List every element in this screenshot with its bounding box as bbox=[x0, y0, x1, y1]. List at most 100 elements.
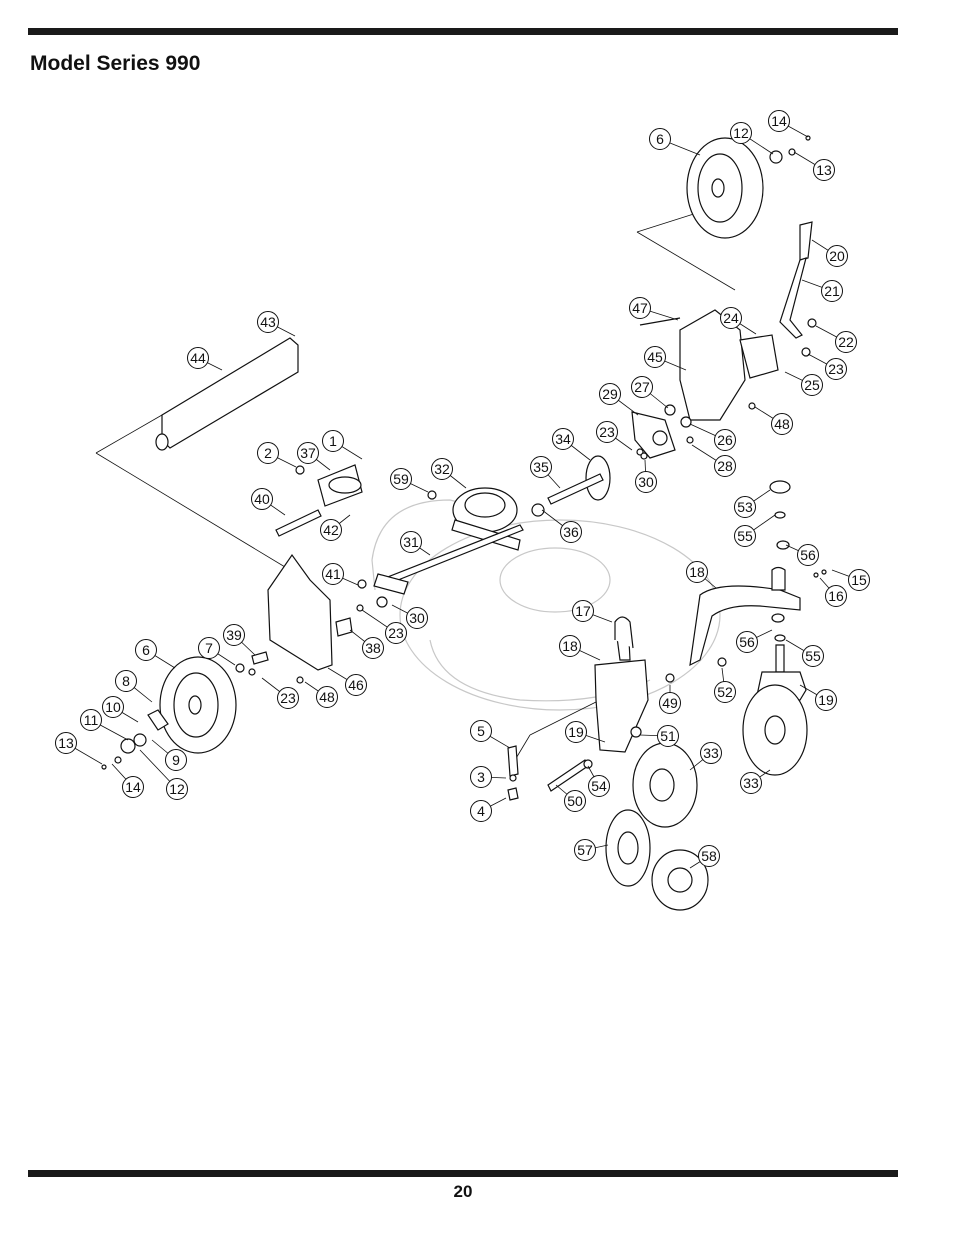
callout-label: 55 bbox=[737, 528, 753, 544]
callout-45: 45 bbox=[644, 346, 687, 371]
callout-circle bbox=[400, 531, 422, 553]
rear-wheel-left bbox=[159, 651, 304, 754]
callout-21: 21 bbox=[801, 279, 843, 302]
callout-3: 3 bbox=[470, 766, 507, 788]
callout-circle bbox=[649, 128, 671, 150]
callout-circle bbox=[560, 521, 582, 543]
callout-circle bbox=[559, 635, 581, 657]
callout-59: 59 bbox=[390, 468, 429, 493]
callout-label: 46 bbox=[348, 677, 364, 693]
callout-circle bbox=[122, 776, 144, 798]
callout-label: 40 bbox=[254, 491, 270, 507]
callout-label: 4 bbox=[477, 803, 485, 819]
callout-label: 3 bbox=[477, 769, 485, 785]
callout-2: 2 bbox=[257, 442, 297, 468]
callout-54: 54 bbox=[587, 765, 610, 797]
callout-13: 13 bbox=[55, 732, 103, 765]
callout-circle bbox=[565, 721, 587, 743]
callout-37: 37 bbox=[297, 442, 331, 471]
rear-baffle bbox=[155, 337, 299, 451]
callout-circle bbox=[470, 766, 492, 788]
callout-55: 55 bbox=[785, 639, 824, 667]
callout-42: 42 bbox=[320, 514, 351, 541]
callout-label: 10 bbox=[105, 699, 121, 715]
callout-label: 30 bbox=[638, 474, 654, 490]
callout-label: 18 bbox=[689, 564, 705, 580]
callout-circle bbox=[826, 245, 848, 267]
callout-circle bbox=[825, 585, 847, 607]
callout-18: 18 bbox=[686, 561, 717, 589]
callout-12: 12 bbox=[730, 122, 774, 155]
callout-label: 30 bbox=[409, 610, 425, 626]
assembly-lines bbox=[95, 211, 736, 761]
callout-label: 57 bbox=[577, 842, 593, 858]
callout-circle bbox=[320, 519, 342, 541]
callout-circle bbox=[736, 631, 758, 653]
front-caster-right bbox=[689, 480, 827, 776]
callout-label: 12 bbox=[733, 125, 749, 141]
callout-7: 7 bbox=[198, 637, 236, 666]
callout-label: 54 bbox=[591, 778, 607, 794]
callout-circle bbox=[802, 645, 824, 667]
callout-25: 25 bbox=[784, 371, 823, 396]
callout-24: 24 bbox=[720, 307, 757, 335]
left-height-plate bbox=[267, 553, 367, 671]
callout-label: 37 bbox=[300, 445, 316, 461]
callout-circle bbox=[552, 428, 574, 450]
callout-circle bbox=[257, 311, 279, 333]
callout-circle bbox=[187, 347, 209, 369]
callout-20: 20 bbox=[811, 239, 848, 267]
callout-label: 36 bbox=[563, 524, 579, 540]
callout-label: 23 bbox=[280, 690, 296, 706]
left-wheel-hardware bbox=[101, 709, 169, 770]
callout-circle bbox=[470, 720, 492, 742]
callout-circle bbox=[596, 421, 618, 443]
callout-55: 55 bbox=[734, 514, 776, 547]
callout-30: 30 bbox=[635, 459, 657, 493]
callout-label: 32 bbox=[434, 461, 450, 477]
callout-label: 44 bbox=[190, 350, 206, 366]
callout-32: 32 bbox=[431, 458, 467, 489]
callout-label: 50 bbox=[567, 793, 583, 809]
callout-label: 19 bbox=[568, 724, 584, 740]
rear-wheel-right bbox=[686, 135, 811, 239]
right-height-plate bbox=[639, 309, 779, 444]
callout-label: 51 bbox=[660, 728, 676, 744]
callout-label: 43 bbox=[260, 314, 276, 330]
callout-41: 41 bbox=[322, 563, 359, 586]
cable bbox=[614, 616, 634, 649]
callout-circle bbox=[644, 346, 666, 368]
callout-label: 35 bbox=[533, 459, 549, 475]
callout-6: 6 bbox=[649, 128, 701, 156]
callout-53: 53 bbox=[734, 489, 771, 518]
callout-label: 6 bbox=[656, 131, 664, 147]
callout-label: 15 bbox=[851, 572, 867, 588]
callout-9: 9 bbox=[151, 739, 187, 771]
callout-circle bbox=[720, 307, 742, 329]
callout-label: 21 bbox=[824, 283, 840, 299]
callout-circle bbox=[102, 696, 124, 718]
drive-shaft bbox=[373, 524, 524, 608]
callout-circle bbox=[564, 790, 586, 812]
callout-label: 20 bbox=[829, 248, 845, 264]
callout-50: 50 bbox=[555, 784, 586, 812]
callout-circle bbox=[166, 778, 188, 800]
callout-label: 8 bbox=[122, 673, 130, 689]
callout-circle bbox=[80, 709, 102, 731]
callout-label: 41 bbox=[325, 566, 341, 582]
callout-circle bbox=[406, 607, 428, 629]
callout-circle bbox=[135, 639, 157, 661]
sprocket-shaft bbox=[531, 455, 611, 517]
callout-label: 42 bbox=[323, 522, 339, 538]
callout-14: 14 bbox=[768, 110, 809, 138]
callout-label: 7 bbox=[205, 640, 213, 656]
callout-circle bbox=[198, 637, 220, 659]
callout-circle bbox=[714, 455, 736, 477]
callout-circle bbox=[257, 442, 279, 464]
callout-circle bbox=[362, 637, 384, 659]
callout-30: 30 bbox=[391, 604, 428, 629]
callout-40: 40 bbox=[251, 488, 286, 516]
callout-label: 29 bbox=[602, 386, 618, 402]
callout-label: 24 bbox=[723, 310, 739, 326]
